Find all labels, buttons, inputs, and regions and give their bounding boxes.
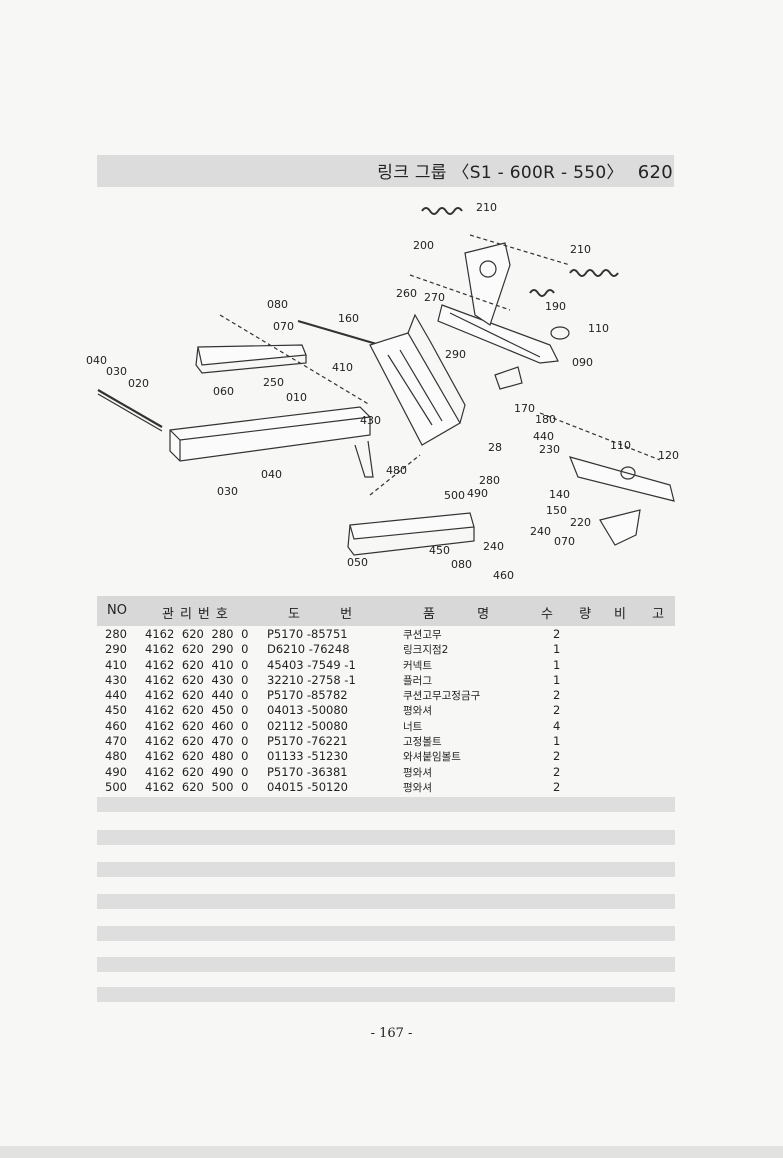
part-callout-label: 440 bbox=[533, 430, 554, 443]
part-callout-label: 110 bbox=[610, 439, 631, 452]
col-drawing: 도 번 bbox=[288, 607, 359, 622]
empty-row-stripe bbox=[97, 926, 675, 941]
part-callout-label: 070 bbox=[273, 320, 294, 333]
part-callout-label: 410 bbox=[332, 361, 353, 374]
part-callout-label: 430 bbox=[360, 414, 381, 427]
part-callout-label: 030 bbox=[217, 485, 238, 498]
part-callout-label: 080 bbox=[451, 558, 472, 571]
col-qty: 수 량 bbox=[541, 607, 598, 622]
group-number: 620 bbox=[637, 162, 673, 183]
part-callout-label: 240 bbox=[530, 525, 551, 538]
part-callout-label: 240 bbox=[483, 540, 504, 553]
group-title: 링크 그룹 〈S1 - 600R - 550〉 bbox=[377, 163, 624, 183]
part-callout-label: 200 bbox=[413, 239, 434, 252]
part-callout-label: 080 bbox=[267, 298, 288, 311]
part-callout-label: 030 bbox=[106, 365, 127, 378]
part-callout-label: 050 bbox=[347, 556, 368, 569]
part-callout-label: 110 bbox=[588, 322, 609, 335]
part-callout-label: 090 bbox=[572, 356, 593, 369]
table-header bbox=[97, 596, 675, 626]
part-callout-label: 040 bbox=[261, 468, 282, 481]
part-callout-label: 020 bbox=[128, 377, 149, 390]
part-callout-label: 250 bbox=[263, 376, 284, 389]
col-name: 품 명 bbox=[423, 607, 496, 622]
col-remark: 비 고 bbox=[614, 607, 671, 622]
part-callout-label: 210 bbox=[476, 201, 497, 214]
part-callout-label: 070 bbox=[554, 535, 575, 548]
part-callout-label: 140 bbox=[549, 488, 570, 501]
part-callout-label: 120 bbox=[658, 449, 679, 462]
part-callout-label: 230 bbox=[539, 443, 560, 456]
empty-row-stripe bbox=[97, 830, 675, 845]
part-callout-label: 28 bbox=[488, 441, 502, 454]
part-callout-label: 490 bbox=[467, 487, 488, 500]
part-callout-label: 190 bbox=[545, 300, 566, 313]
part-callout-label: 460 bbox=[493, 569, 514, 582]
part-callout-label: 280 bbox=[479, 474, 500, 487]
page-number: - 167 - bbox=[370, 1026, 413, 1041]
part-callout-label: 040 bbox=[86, 354, 107, 367]
part-callout-label: 170 bbox=[514, 402, 535, 415]
header-band bbox=[97, 155, 674, 187]
exploded-parts-diagram: 210 200 210 260 270 190 110 080 160 070 … bbox=[86, 201, 679, 582]
col-mgmt: 관리번호 bbox=[162, 607, 234, 622]
part-callout-label: 060 bbox=[213, 385, 234, 398]
part-callout-label: 220 bbox=[570, 516, 591, 529]
part-callout-label: 210 bbox=[570, 243, 591, 256]
part-callout-label: 150 bbox=[546, 504, 567, 517]
empty-row-stripe bbox=[97, 862, 675, 877]
empty-row-stripe bbox=[97, 987, 675, 1002]
empty-row-stripe bbox=[97, 894, 675, 909]
col-no: NO bbox=[107, 603, 127, 618]
part-callout-label: 160 bbox=[338, 312, 359, 325]
empty-row-stripe bbox=[97, 797, 675, 812]
part-callout-label: 290 bbox=[445, 348, 466, 361]
part-callout-label: 480 bbox=[386, 464, 407, 477]
part-callout-label: 500 bbox=[444, 489, 465, 502]
part-callout-label: 450 bbox=[429, 544, 450, 557]
part-callout-label: 270 bbox=[424, 291, 445, 304]
scan-edge bbox=[0, 1146, 783, 1158]
part-callout-label: 180 bbox=[535, 413, 556, 426]
page-title: 링크 그룹 〈S1 - 600R - 550〉 620 bbox=[377, 158, 673, 183]
part-callout-label: 260 bbox=[396, 287, 417, 300]
empty-row-stripe bbox=[97, 957, 675, 972]
part-callout-label: 010 bbox=[286, 391, 307, 404]
